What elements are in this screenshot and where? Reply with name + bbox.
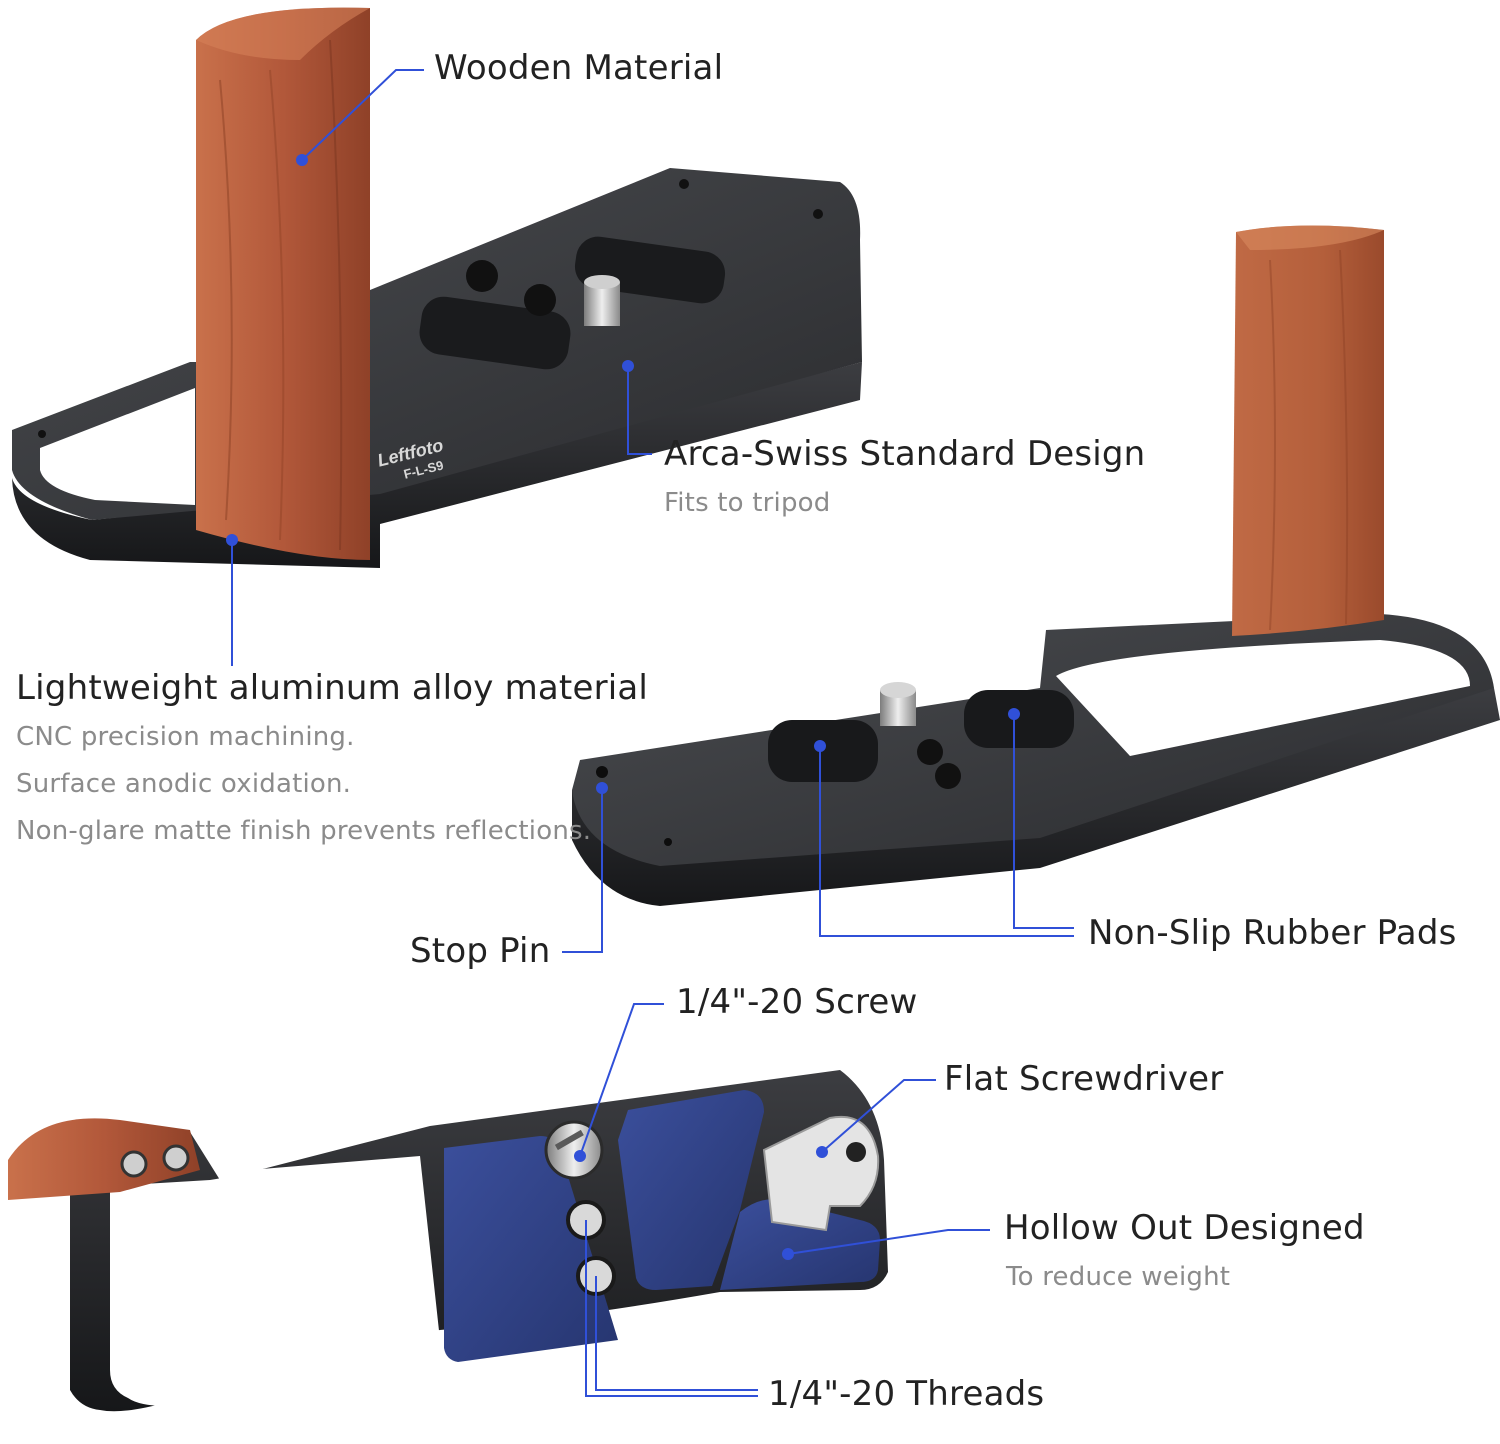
label-aluminum-line-3: Non-glare matte finish prevents reflecti… (16, 816, 592, 846)
wooden-handle-flat (1232, 225, 1384, 637)
label-arca-swiss: Arca-Swiss Standard Design (664, 434, 1146, 474)
wooden-handle-bottom (8, 1118, 200, 1200)
label-screwdriver: Flat Screwdriver (944, 1059, 1224, 1099)
label-screw: 1/4"-20 Screw (676, 982, 918, 1022)
label-aluminum: Lightweight aluminum alloy material (16, 668, 649, 708)
label-rubber-pads: Non-Slip Rubber Pads (1088, 913, 1457, 953)
plate-flat-view (572, 614, 1500, 906)
label-aluminum-line-1: CNC precision machining. (16, 722, 355, 752)
label-wooden-material: Wooden Material (434, 48, 724, 88)
plate-bottom-view (70, 1070, 888, 1412)
label-arca-swiss-sub: Fits to tripod (664, 488, 831, 518)
label-hollow-out: Hollow Out Designed (1004, 1208, 1365, 1248)
label-stop-pin: Stop Pin (410, 931, 551, 971)
label-threads: 1/4"-20 Threads (768, 1374, 1045, 1414)
label-hollow-out-sub: To reduce weight (1006, 1262, 1231, 1292)
callout-lines (231, 69, 1074, 1397)
callout-dots (226, 154, 1020, 1260)
wooden-handle-top (196, 7, 370, 561)
label-aluminum-line-2: Surface anodic oxidation. (16, 769, 352, 799)
